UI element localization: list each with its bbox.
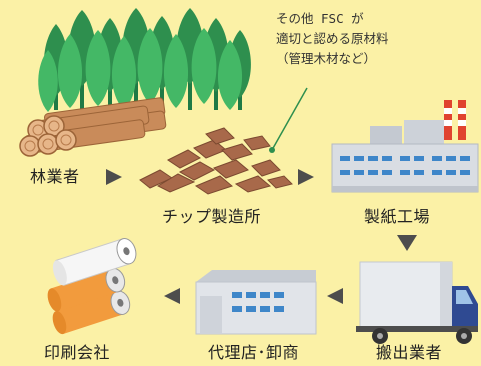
arrow-down	[397, 235, 417, 251]
fsc-note-line-2: 適切と認める原材料	[276, 31, 389, 46]
node-printer: 印刷会社	[44, 343, 111, 362]
fsc-note-line-3: （管理木材など）	[276, 51, 377, 66]
node-chip-mill: チップ製造所	[162, 207, 262, 226]
warehouse-illustration	[195, 270, 317, 335]
node-forestry: 林業者	[30, 167, 80, 186]
fsc-note-line-1: その他 FSC が	[276, 11, 364, 26]
arrow-left-2	[164, 288, 180, 304]
truck-illustration	[356, 261, 478, 344]
paper-rolls-illustration	[47, 238, 137, 335]
logs-illustration	[19, 97, 167, 157]
paper-mill-illustration	[331, 100, 479, 193]
node-transporter: 搬出業者	[376, 343, 443, 362]
arrow-left-1	[327, 288, 343, 304]
forest-illustration	[38, 8, 251, 112]
note-leader-line	[269, 87, 308, 153]
node-paper-mill: 製紙工場	[364, 207, 431, 226]
wood-chips-illustration	[139, 127, 293, 195]
node-agent-wholesaler: 代理店･卸商	[208, 343, 300, 362]
fsc-note: その他 FSC が 適切と認める原材料 （管理木材など）	[276, 9, 476, 69]
arrow-right-1	[106, 169, 122, 185]
arrow-right-2	[298, 169, 314, 185]
